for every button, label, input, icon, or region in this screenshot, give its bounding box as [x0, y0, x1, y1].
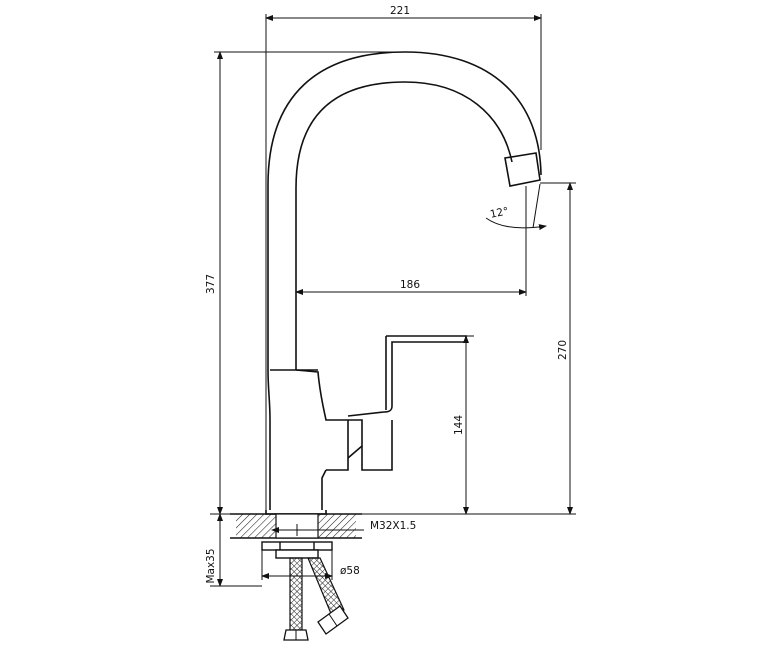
- spout-outlet: [504, 152, 541, 187]
- dim-144-label: 144: [453, 415, 465, 435]
- dim-angle-ray-2: [532, 183, 541, 229]
- dim-58-label: ø58: [340, 565, 360, 577]
- body-right: [295, 369, 348, 421]
- mounting-nut: [261, 541, 333, 559]
- countertop-section: [230, 513, 362, 539]
- dim-270-label: 270: [557, 340, 569, 360]
- dim-angle-label: 12°: [489, 205, 510, 221]
- dim-max35-label: Max35: [205, 548, 217, 583]
- dim-377-label: 377: [205, 274, 217, 294]
- dim-221-label: 221: [390, 5, 410, 17]
- spout-inner: [295, 81, 513, 370]
- body-right-lower: [321, 469, 327, 510]
- flex-hoses: [283, 557, 349, 641]
- dim-186-label: 186: [400, 279, 420, 291]
- handle-lever: [326, 335, 467, 471]
- dim-thread-label: M32X1.5: [370, 520, 416, 532]
- dim-angle-arc: [485, 217, 547, 231]
- body-left: [267, 369, 271, 510]
